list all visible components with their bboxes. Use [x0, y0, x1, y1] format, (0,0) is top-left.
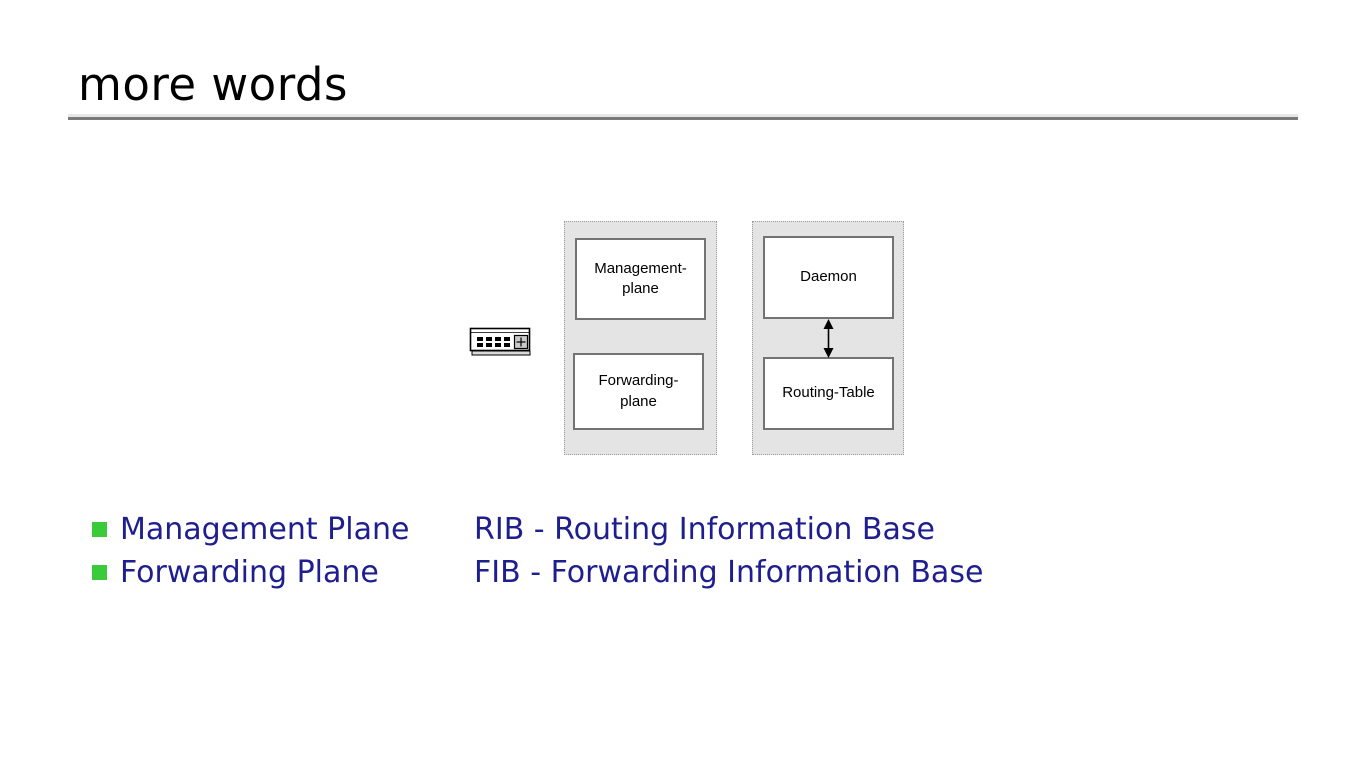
management-plane-box: Management-plane	[575, 238, 706, 320]
list-item: RIB - Routing Information Base	[474, 508, 983, 551]
list-item: Management Plane	[92, 508, 409, 551]
list-item: FIB - Forwarding Information Base	[474, 551, 983, 594]
title-rule-highlight	[68, 114, 1298, 117]
expansion-label-rib: RIB - Routing Information Base	[474, 511, 935, 547]
routing-table-box: Routing-Table	[763, 357, 894, 430]
management-plane-label: Management-plane	[594, 259, 687, 297]
page-title: more words	[78, 58, 348, 111]
square-bullet-icon	[92, 565, 107, 580]
title-rule	[68, 117, 1298, 120]
network-switch-icon	[469, 327, 531, 356]
forwarding-plane-label: Forwarding-plane	[598, 372, 679, 410]
daemon-box: Daemon	[763, 236, 894, 319]
expansion-label-fib: FIB - Forwarding Information Base	[474, 554, 984, 590]
bullet-label: Management Plane	[120, 511, 410, 547]
daemon-routing-table-arrow-icon	[823, 319, 834, 358]
bullet-list: Management Plane Forwarding Plane	[92, 508, 409, 594]
bullet-label: Forwarding Plane	[120, 554, 379, 590]
expansion-list: RIB - Routing Information Base FIB - For…	[474, 508, 983, 594]
forwarding-plane-box: Forwarding-plane	[573, 353, 704, 430]
daemon-label: Daemon	[800, 268, 857, 286]
square-bullet-icon	[92, 522, 107, 537]
list-item: Forwarding Plane	[92, 551, 409, 594]
routing-table-label: Routing-Table	[782, 384, 875, 402]
